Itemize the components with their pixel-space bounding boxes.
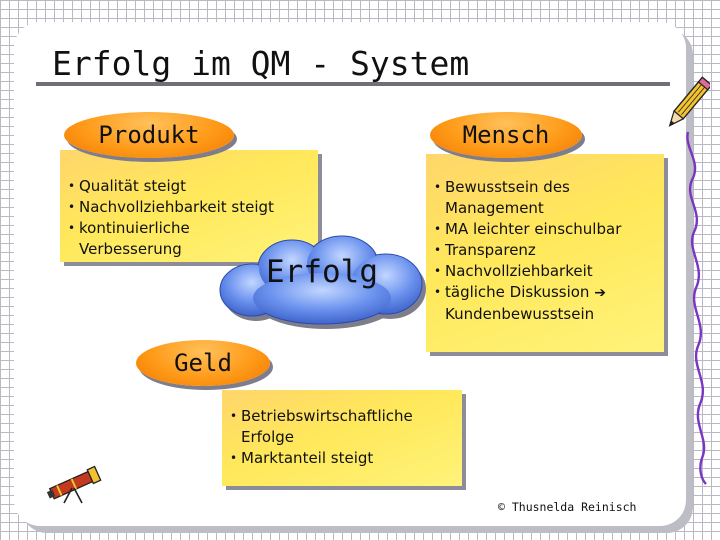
mensch-item: tägliche Diskussion ➔ Kundenbewusstsein <box>434 282 664 325</box>
produkt-pill: Produkt <box>64 112 234 158</box>
slide-title: Erfolg im QM - System <box>52 44 470 83</box>
produkt-note: Qualität steigt Nachvollziehbarkeit stei… <box>60 150 318 262</box>
telescope-icon <box>46 465 102 504</box>
geld-item: Betriebswirtschaftliche Erfolge <box>230 406 462 448</box>
produkt-pill-label: Produkt <box>98 121 200 149</box>
pencil-icon <box>668 76 710 127</box>
erfolg-cloud <box>219 235 426 329</box>
produkt-item: kontinuierliche Verbesserung <box>68 218 318 260</box>
mensch-item: Bewusstsein des Management <box>434 177 664 219</box>
geld-note: Betriebswirtschaftliche Erfolge Marktant… <box>222 390 462 486</box>
geld-item: Marktanteil steigt <box>230 448 462 469</box>
mensch-item: Transparenz <box>434 240 664 261</box>
mensch-pill: Mensch <box>430 112 582 158</box>
geld-pill: Geld <box>136 340 270 386</box>
copyright-text: © Thusnelda Reinisch <box>498 500 637 514</box>
title-underline <box>36 82 670 86</box>
squiggle-line <box>686 131 707 485</box>
produkt-item: Nachvollziehbarkeit steigt <box>68 197 318 218</box>
produkt-item: Qualität steigt <box>68 176 318 197</box>
mensch-item: Nachvollziehbarkeit <box>434 261 664 282</box>
geld-pill-label: Geld <box>174 349 232 377</box>
mensch-pill-label: Mensch <box>462 121 550 149</box>
arrow-right-icon: ➔ <box>594 285 606 301</box>
mensch-note: Bewusstsein des Management MA leichter e… <box>426 154 664 352</box>
mensch-item: MA leichter einschulbar <box>434 219 664 240</box>
erfolg-label: Erfolg <box>266 254 378 290</box>
